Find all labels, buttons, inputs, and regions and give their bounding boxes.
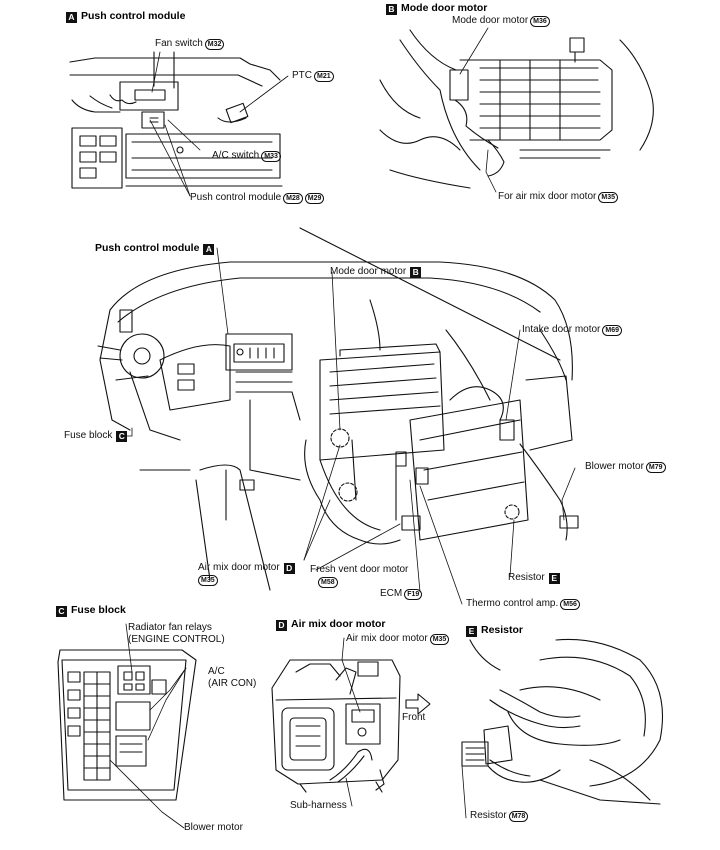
- panel-b-drawing: [379, 29, 654, 189]
- overview-push-control-text: Push control module: [95, 242, 200, 254]
- mode-door-motor-text: Mode door motor: [452, 15, 529, 26]
- overview-air-mix-connector: M35: [198, 575, 218, 586]
- ptc-text: PTC: [292, 70, 312, 81]
- panel-b-title-text: Mode door motor: [401, 2, 488, 14]
- blower-connector: M79: [645, 462, 666, 473]
- air-mix-for-text: For air mix door motor: [498, 191, 597, 202]
- panel-a-drawing: [69, 51, 283, 189]
- intake-connector: M69: [602, 325, 622, 336]
- panel-e-resistor-text: Resistor: [470, 810, 507, 821]
- panel-e-leaders: [461, 765, 467, 819]
- ecm-connector: F19: [404, 589, 423, 600]
- overview-letter-e: E: [548, 573, 560, 584]
- panel-e-resistor-connector: M78: [508, 811, 529, 822]
- fan-switch-text: Fan switch: [155, 38, 203, 49]
- engine-control-text: (ENGINE CONTROL): [128, 634, 225, 645]
- overview-drawing: [97, 227, 579, 591]
- panel-c-blower-label: Blower motor: [184, 822, 243, 834]
- front-arrow: [405, 693, 431, 715]
- front-label: Front: [402, 712, 425, 724]
- overview-resistor-text: Resistor: [508, 572, 545, 583]
- blower-motor-text: Blower motor: [585, 461, 644, 472]
- panel-c-leaders: [109, 623, 187, 829]
- intake-door-motor-text: Intake door motor: [522, 324, 601, 335]
- panel-d-air-mix-text: Air mix door motor: [346, 633, 428, 644]
- panel-c-title: C Fuse block: [56, 604, 126, 617]
- overview-letter-b: B: [410, 267, 422, 278]
- fan-switch-connector: M32: [204, 39, 225, 50]
- letter-b-box: B: [386, 4, 397, 15]
- thermo-control-text: Thermo control amp.: [466, 598, 559, 609]
- panel-a-title: A Push control module: [66, 10, 185, 23]
- ac-switch-connector: M33: [261, 151, 281, 162]
- letter-a-box: A: [66, 12, 77, 23]
- panel-a-leaders: [149, 51, 289, 197]
- panel-c-title-text: Fuse block: [71, 604, 126, 616]
- ac-switch-text: A/C switch: [212, 150, 260, 161]
- air-con-text: (AIR CON): [208, 678, 257, 689]
- letter-e-box: E: [466, 626, 477, 637]
- thermo-control-label: Thermo control amp.M56: [466, 598, 580, 610]
- fresh-vent-connector: M58: [318, 577, 338, 588]
- overview-air-mix-text: Air mix door motor: [198, 562, 280, 573]
- ac-relay-label: A/C(AIR CON): [208, 666, 256, 690]
- push-control-text: Push control module: [190, 192, 282, 203]
- panel-c-drawing: [57, 649, 197, 801]
- push-connector-2: M29: [304, 193, 325, 204]
- overview-letter-a: A: [203, 244, 215, 255]
- overview-leaders: [123, 247, 576, 605]
- push-connector-1: M28: [283, 193, 303, 204]
- front-text: Front: [402, 712, 426, 723]
- panel-c-blower-text: Blower motor: [184, 822, 243, 833]
- radiator-fan-relays-text: Radiator fan relays: [128, 622, 212, 633]
- panel-e-title: E Resistor: [466, 624, 523, 637]
- panel-e-drawing: [461, 638, 663, 805]
- overview-letter-c: C: [116, 431, 128, 442]
- radiator-fan-relays-label: Radiator fan relays(ENGINE CONTROL): [128, 622, 225, 646]
- panel-b-title: B Mode door motor: [386, 2, 487, 15]
- panel-d-air-mix-connector: M35: [429, 634, 450, 645]
- panel-d-leaders: [341, 637, 361, 807]
- panel-e-title-text: Resistor: [481, 624, 524, 636]
- sub-harness-text: Sub-harness: [290, 800, 347, 811]
- fresh-vent-text: Fresh vent door motor: [310, 564, 409, 575]
- sub-harness-label: Sub-harness: [290, 800, 347, 812]
- mode-door-connector: M36: [530, 16, 550, 27]
- panel-b-leaders: [459, 27, 497, 193]
- thermo-connector: M56: [560, 599, 580, 610]
- overview-mode-door-text: Mode door motor: [330, 266, 407, 277]
- overview-fuse-block-text: Fuse block: [64, 430, 113, 441]
- ecm-text: ECM: [380, 588, 403, 599]
- panel-d-title-text: Air mix door motor: [291, 618, 386, 630]
- panel-a-title-text: Push control module: [81, 10, 186, 22]
- air-mix-for-connector: M35: [598, 192, 618, 203]
- ptc-connector: M21: [314, 71, 334, 82]
- panel-d-drawing: [271, 659, 401, 793]
- letter-c-box: C: [56, 606, 67, 617]
- letter-d-box: D: [276, 620, 287, 631]
- ac-text: A/C: [208, 666, 225, 677]
- panel-d-title: D Air mix door motor: [276, 618, 386, 631]
- overview-letter-d: D: [283, 563, 295, 574]
